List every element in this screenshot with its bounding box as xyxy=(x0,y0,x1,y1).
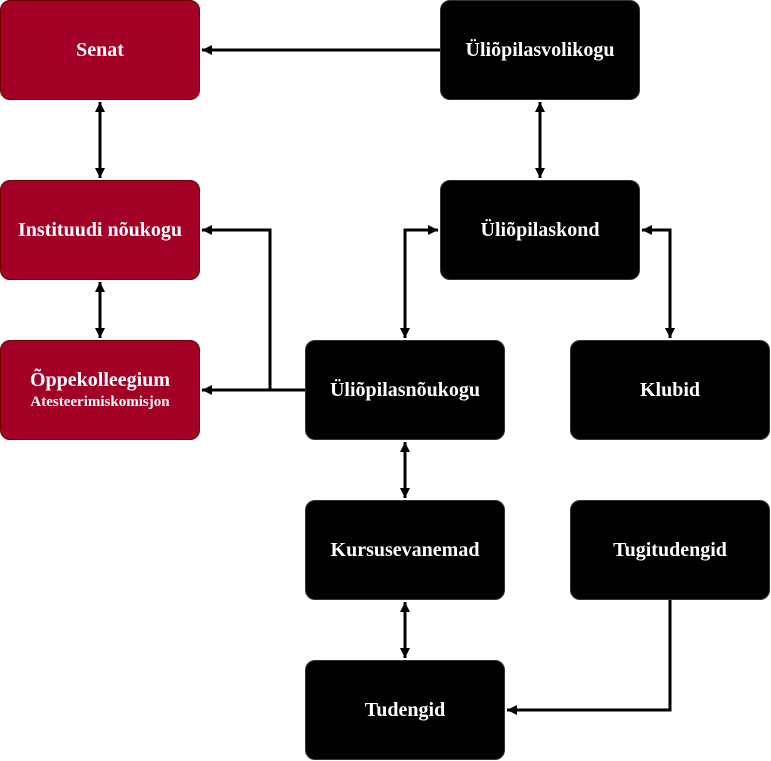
node-instituudi-noukogu: Instituudi nõukogu xyxy=(0,180,200,280)
node-uliopilasvolikogu-label: Üliõpilasvolikogu xyxy=(465,39,615,61)
node-tudengid-label: Tudengid xyxy=(364,699,446,721)
node-senat: Senat xyxy=(0,0,200,100)
node-tudengid: Tudengid xyxy=(305,660,505,760)
edge-tugitudengid-to-tudengid xyxy=(507,600,672,715)
node-kursusevanemad-label: Kursusevanemad xyxy=(330,539,480,561)
node-uliopilasnoukogu: Üliõpilasnõukogu xyxy=(305,340,505,440)
node-uliopilaskond-label: Üliõpilaskond xyxy=(480,219,600,241)
node-instituudi-noukogu-label: Instituudi nõukogu xyxy=(18,219,182,241)
node-oppekolleegium-label: Õppekolleegium xyxy=(29,369,170,391)
node-kursusevanemad: Kursusevanemad xyxy=(305,500,505,600)
edge-kond-klubid xyxy=(642,225,675,338)
node-uliopilasvolikogu: Üliõpilasvolikogu xyxy=(440,0,640,100)
node-oppekolleegium-sublabel: Atesteerimiskomisjon xyxy=(30,394,170,410)
node-uliopilaskond: Üliõpilaskond xyxy=(440,180,640,280)
node-senat-label: Senat xyxy=(76,39,124,61)
edge-kond-noukogu xyxy=(400,225,438,338)
node-tugitudengid-label: Tugitudengid xyxy=(613,539,727,561)
node-uliopilasnoukogu-label: Üliõpilasnõukogu xyxy=(329,379,481,401)
node-klubid: Klubid xyxy=(570,340,770,440)
node-oppekolleegium: Õppekolleegium Atesteerimiskomisjon xyxy=(0,340,200,440)
node-tugitudengid: Tugitudengid xyxy=(570,500,770,600)
edge-noukogu-to-instituut xyxy=(202,225,305,392)
node-klubid-label: Klubid xyxy=(639,379,701,401)
